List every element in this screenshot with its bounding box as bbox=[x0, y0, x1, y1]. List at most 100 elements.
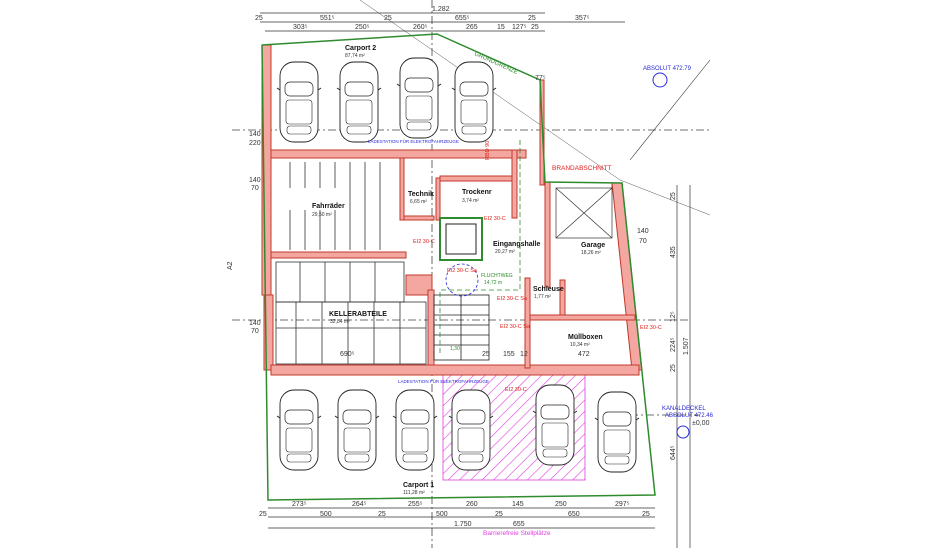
dim-label: 25 bbox=[259, 511, 267, 518]
window-dim: 140 bbox=[249, 177, 261, 184]
dim-label: 25 bbox=[384, 15, 392, 22]
dim-label: 255⁵ bbox=[408, 501, 423, 508]
window-dim: 140 bbox=[249, 131, 261, 138]
dim-label: 25 bbox=[670, 364, 677, 372]
fire-door-label: EI2 30-C bbox=[413, 239, 435, 245]
dim-label: 264⁵ bbox=[352, 501, 367, 508]
room-area: 10,34 m² bbox=[570, 342, 590, 348]
absolute-height-bottom: ABSOLUT 472.46 bbox=[665, 413, 714, 419]
fire-door-label: EI2 30-C Sa bbox=[497, 296, 528, 302]
turning-circle bbox=[445, 263, 479, 297]
dim-label: 12 bbox=[520, 351, 528, 358]
dim-label: 25 bbox=[482, 351, 490, 358]
dim-label: 25 bbox=[495, 511, 503, 518]
room-area: 111,28 m² bbox=[403, 490, 425, 496]
room-trockenraum: Trockenr bbox=[462, 189, 492, 196]
room-area: 1,77 m² bbox=[534, 294, 551, 300]
dim-label: 551⁵ bbox=[320, 15, 335, 22]
charging-station-label: LADESTATION FÜR ELEKTROFAHRZEUGE bbox=[398, 378, 489, 384]
dim-label: 1.750 bbox=[454, 521, 472, 528]
dim-label: 25 bbox=[255, 15, 263, 22]
dim-label: 650 bbox=[568, 511, 580, 518]
dim-label: 472 bbox=[578, 351, 590, 358]
charging-station-label: LADESTATION FÜR ELEKTROFAHRZEUGE bbox=[368, 138, 459, 144]
dim-label: 25 bbox=[378, 511, 386, 518]
fire-section-label: BRANDABSCHNITT bbox=[552, 165, 612, 172]
dim-label: 265 bbox=[466, 24, 478, 31]
dim-label: 260⁵ bbox=[413, 24, 428, 31]
dim-label: 260 bbox=[466, 501, 478, 508]
window-dim: 220 bbox=[249, 140, 261, 147]
axis-label-a2: A2 bbox=[227, 261, 234, 270]
dim-label: 127⁵ bbox=[512, 24, 527, 31]
room-area: 87,74 m² bbox=[345, 53, 365, 59]
absolute-height-top: ABSOLUT 472.79 bbox=[643, 66, 692, 72]
garage-door-symbol bbox=[555, 187, 613, 239]
room-area: 20,27 m² bbox=[495, 249, 515, 255]
manhole-label: KANALDECKEL bbox=[662, 406, 706, 412]
dim-label: 357⁵ bbox=[575, 15, 590, 22]
fire-door-label: EI2 30-C Sa bbox=[447, 268, 478, 274]
rbd-label: RBD 90 bbox=[485, 141, 491, 160]
property-boundary bbox=[261, 33, 656, 501]
dim-label: 655 bbox=[513, 521, 525, 528]
dim-label: 435 bbox=[670, 246, 677, 258]
dim-label: 25 bbox=[528, 15, 536, 22]
dim-label: 25 bbox=[531, 24, 539, 31]
dim-label: 145 bbox=[512, 501, 524, 508]
window-dim: 140 bbox=[637, 228, 649, 235]
dim-label: 500 bbox=[320, 511, 332, 518]
room-area: 18,26 m² bbox=[581, 250, 601, 256]
dim-label: 12⁵ bbox=[670, 311, 677, 322]
dim-label: 690⁵ bbox=[340, 351, 355, 358]
dim-label: 1.507 bbox=[683, 337, 690, 355]
room-area: 32,84 m² bbox=[330, 319, 350, 325]
dim-label: 15 bbox=[497, 24, 505, 31]
room-area: 6,65 m² bbox=[410, 199, 427, 205]
dim-overall: 1.282 bbox=[432, 6, 450, 13]
accessible-parking-note: Barrierefreie Stellplätze bbox=[483, 530, 551, 537]
dim-label: 25 bbox=[642, 511, 650, 518]
window-dim: 70 bbox=[251, 328, 259, 335]
window-dim: 70 bbox=[251, 185, 259, 192]
dimension-lines bbox=[260, 12, 691, 548]
escape-route-length: 14,72 m bbox=[484, 280, 502, 286]
fire-door-label: EI2 30-C Sa bbox=[500, 324, 531, 330]
room-fahrraeder: Fahrräder bbox=[312, 203, 345, 210]
dim-label: 303⁵ bbox=[293, 24, 308, 31]
dim-label: 273⁵ bbox=[292, 501, 307, 508]
dim-label: 297⁵ bbox=[615, 501, 630, 508]
dim-label: 655⁵ bbox=[455, 15, 470, 22]
room-eingangshalle: Eingangshalle bbox=[493, 241, 541, 248]
staircase bbox=[433, 294, 490, 361]
zero-level-label: ±0,00 bbox=[692, 420, 710, 427]
property-boundary-label: GRUNDGRENZE bbox=[473, 51, 518, 76]
room-carport2: Carport 2 bbox=[345, 45, 376, 52]
fire-door-label: EI2 30-C bbox=[640, 325, 662, 331]
room-area: 3,74 m² bbox=[462, 198, 479, 204]
escape-route bbox=[439, 140, 521, 355]
stair-width-label: 1,30 bbox=[450, 346, 460, 352]
dim-label: 224⁵ bbox=[670, 337, 677, 352]
height-marker-bottom bbox=[676, 425, 690, 439]
dim-label: 77⁵ bbox=[535, 75, 546, 82]
storage-partitions bbox=[275, 261, 427, 365]
room-muellboxen: Müllboxen bbox=[568, 334, 603, 341]
dim-label: 250 bbox=[555, 501, 567, 508]
fire-door-label: EI2 30-C bbox=[505, 387, 527, 393]
room-area: 29,50 m² bbox=[312, 212, 332, 218]
dim-label: 500 bbox=[436, 511, 448, 518]
room-garage: Garage bbox=[581, 242, 605, 249]
room-schleuse: Schleuse bbox=[533, 286, 564, 293]
dim-label: 25 bbox=[670, 192, 677, 200]
dim-label: 644⁵ bbox=[670, 445, 677, 460]
bike-stands bbox=[289, 162, 381, 250]
room-kellerabteile: KELLERABTEILE bbox=[329, 311, 387, 318]
room-carport1: Carport 1 bbox=[403, 482, 434, 489]
dim-label: 155 bbox=[503, 351, 515, 358]
window-dim: 70 bbox=[639, 238, 647, 245]
room-technik: Technik bbox=[408, 191, 434, 198]
